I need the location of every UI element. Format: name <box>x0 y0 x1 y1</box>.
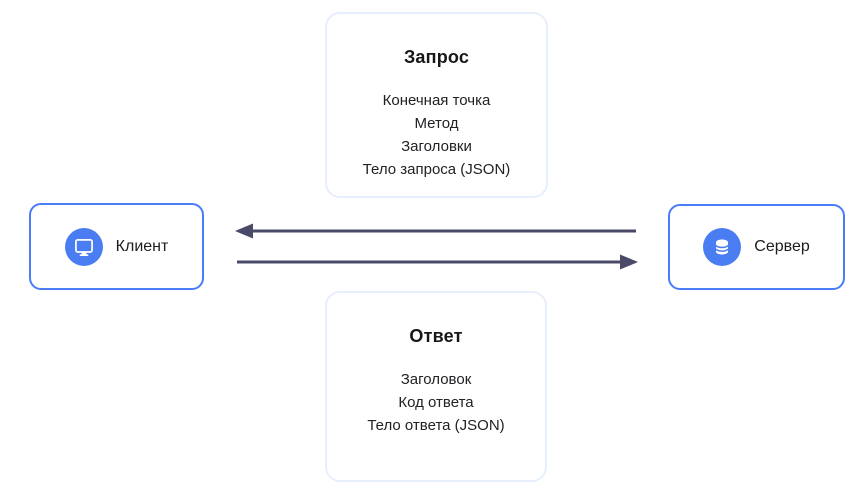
client-node-label: Клиент <box>115 237 169 255</box>
response-card: Ответ Заголовок Код ответа Тело ответа (… <box>325 291 547 482</box>
database-icon <box>703 228 742 266</box>
request-item: Заголовки <box>401 138 472 155</box>
client-node: Клиент <box>29 203 204 290</box>
monitor-icon <box>64 227 103 266</box>
server-node: Сервер <box>668 204 845 290</box>
response-item: Тело ответа (JSON) <box>367 417 505 434</box>
request-card: Запрос Конечная точка Метод Заголовки Те… <box>325 12 548 198</box>
response-item: Код ответа <box>398 394 474 411</box>
response-card-list: Заголовок Код ответа Тело ответа (JSON) <box>327 368 545 437</box>
request-item: Метод <box>414 115 459 132</box>
arrows <box>235 223 638 270</box>
request-item: Конечная точка <box>382 92 491 109</box>
request-card-list: Конечная точка Метод Заголовки Тело запр… <box>327 89 546 181</box>
arrow-to-client-icon <box>235 223 636 239</box>
response-item: Заголовок <box>400 371 472 388</box>
response-card-title: Ответ <box>409 326 463 346</box>
request-item: Тело запроса (JSON) <box>362 161 511 178</box>
request-card-title: Запрос <box>403 47 470 67</box>
arrow-to-server-icon <box>237 254 638 270</box>
server-node-label: Сервер <box>754 238 810 255</box>
